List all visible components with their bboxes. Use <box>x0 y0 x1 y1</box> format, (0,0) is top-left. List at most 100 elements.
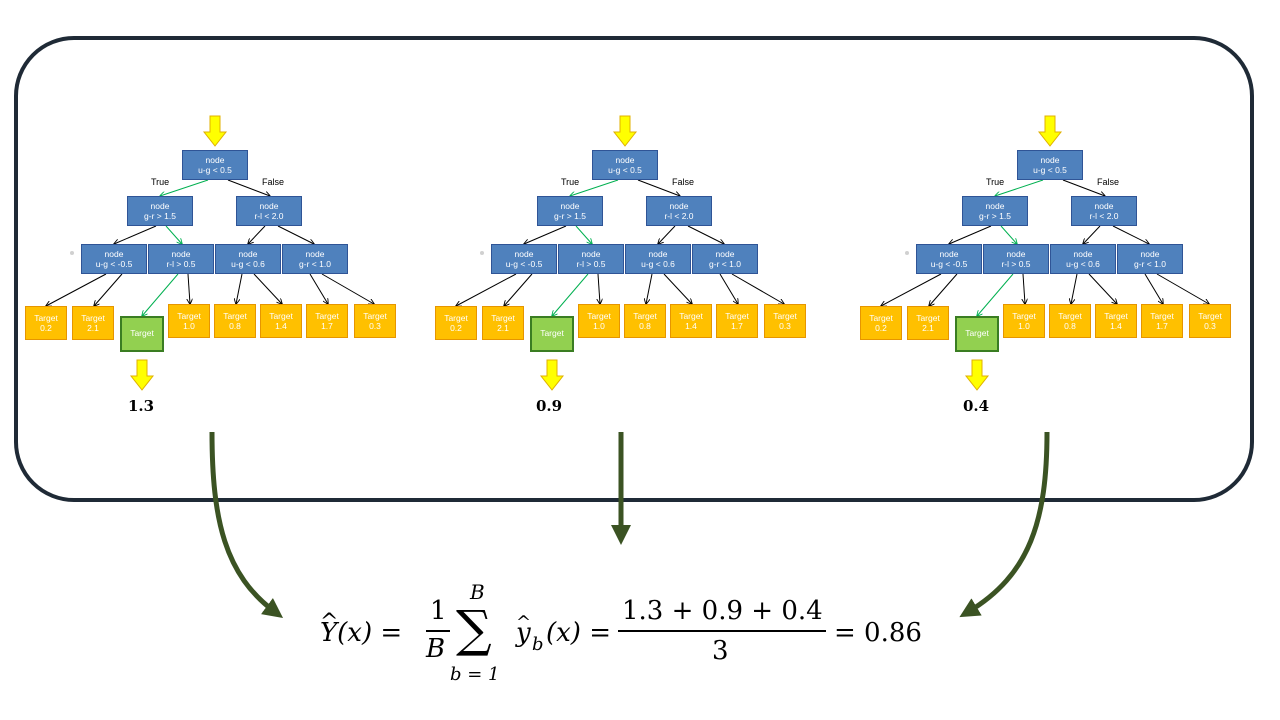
tree-edge <box>309 273 328 304</box>
tree-edge <box>524 225 567 244</box>
tree-edge <box>504 273 533 306</box>
branch-true-label: True <box>561 177 580 187</box>
marker-dot <box>905 251 909 255</box>
tree-edge <box>188 273 190 304</box>
tree-edge <box>663 273 692 304</box>
sum-upper-limit: B <box>470 580 485 604</box>
tree-edge <box>658 225 676 244</box>
decision-path-edge <box>1000 225 1017 244</box>
decision-path-edge <box>552 273 589 316</box>
decision-path-edge <box>575 225 592 244</box>
tree-edge <box>321 273 374 304</box>
branch-true-label: True <box>986 177 1005 187</box>
tree-edge <box>1144 273 1163 304</box>
tree-edge <box>46 273 107 306</box>
curved-arrow-icon <box>209 431 284 618</box>
ensemble-frame <box>14 36 1254 502</box>
tree-edge <box>719 273 738 304</box>
down-arrow-icon <box>1037 115 1063 147</box>
tree-edge <box>637 179 680 196</box>
sum-lower-limit: b = 1 <box>450 664 500 685</box>
tree-edges <box>855 115 1255 391</box>
formula-result: = 0.86 <box>834 618 922 648</box>
tree-edge <box>1023 273 1025 304</box>
marker-dot <box>70 251 74 255</box>
down-arrow-icon <box>202 115 228 147</box>
fraction-bar <box>426 630 450 632</box>
tree-edge <box>1112 225 1149 244</box>
tree-edge <box>646 273 653 304</box>
tree-edge <box>114 225 157 244</box>
down-arrow-icon <box>612 115 638 147</box>
sum-sign: ∑ <box>456 600 492 658</box>
tree-edges <box>430 115 830 391</box>
tree-prediction: 0.9 <box>536 397 563 415</box>
tree-prediction: 1.3 <box>128 397 155 415</box>
selected-leaf: Target <box>530 316 574 352</box>
term-argument: (x) = <box>546 618 611 648</box>
fraction-denominator: B <box>426 634 446 664</box>
tree-edge <box>253 273 282 304</box>
branch-false-label: False <box>672 177 695 187</box>
tree-edge <box>1071 273 1078 304</box>
tree-edge <box>1083 225 1101 244</box>
ensemble-formula: ^ Y(x) = 1 B B ∑ b = 1 ^ y b (x) = 1.3 +… <box>310 580 950 690</box>
selected-leaf: Target <box>955 316 999 352</box>
branch-false-label: False <box>262 177 285 187</box>
tree-edge <box>929 273 958 306</box>
sum-numerator: 1.3 + 0.9 + 0.4 <box>622 596 823 626</box>
marker-dot <box>480 251 484 255</box>
tree-edge <box>687 225 724 244</box>
tree-edge <box>881 273 942 306</box>
decision-path-edge <box>165 225 182 244</box>
sum-fraction-bar <box>618 630 826 632</box>
term-hat: ^ <box>516 612 532 633</box>
tree-edge <box>1088 273 1117 304</box>
formula-lhs: Y(x) = <box>320 618 403 648</box>
down-arrow-icon <box>539 359 565 391</box>
term-subscript: b <box>532 634 544 655</box>
tree-edge <box>277 225 314 244</box>
branch-true-label: True <box>151 177 170 187</box>
tree-edge <box>731 273 784 304</box>
decision-path-edge <box>995 179 1044 196</box>
sum-denominator: 3 <box>712 636 729 666</box>
tree-edge <box>236 273 243 304</box>
